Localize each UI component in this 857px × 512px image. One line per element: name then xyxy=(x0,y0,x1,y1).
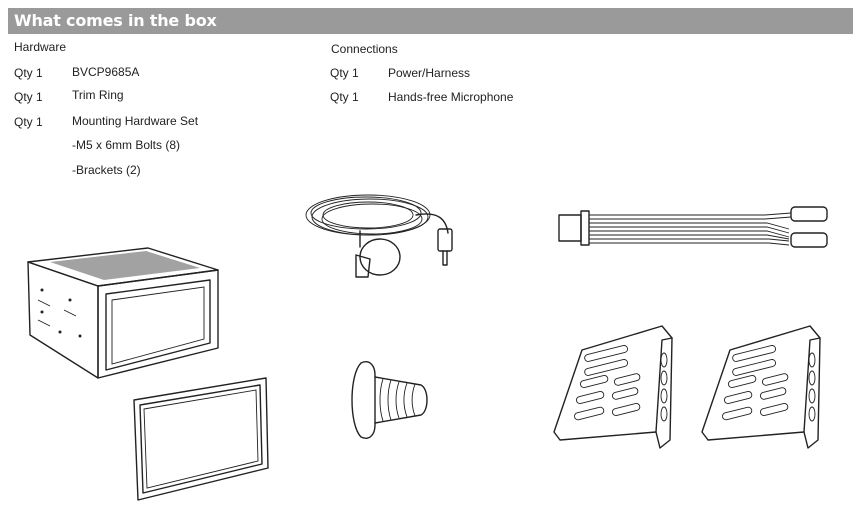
connections-heading: Connections xyxy=(331,42,398,56)
connections-item-2-qty: Qty 1 xyxy=(330,90,359,104)
connections-item-2-name: Hands-free Microphone xyxy=(388,90,514,104)
section-header-bar: What comes in the box xyxy=(8,8,853,34)
hardware-sub-item-bolts: -M5 x 6mm Bolts (8) xyxy=(72,138,181,152)
microphone-illustration xyxy=(305,194,453,278)
rubber-bushing-illustration xyxy=(351,361,428,439)
connections-item-1-name: Power/Harness xyxy=(388,66,471,80)
hardware-item-2-name: Trim Ring xyxy=(72,88,124,102)
connections-item-1-qty: Qty 1 xyxy=(330,66,359,80)
hardware-sub-item-brackets: -Brackets (2) xyxy=(72,163,141,177)
hardware-item-2-qty: Qty 1 xyxy=(14,90,43,104)
mounting-bracket-left-illustration xyxy=(553,325,673,449)
hardware-item-1-qty: Qty 1 xyxy=(14,66,43,80)
head-unit-illustration xyxy=(27,247,219,379)
hardware-item-3-qty: Qty 1 xyxy=(14,115,43,129)
hardware-item-3-name: Mounting Hardware Set xyxy=(72,114,199,128)
hardware-heading: Hardware xyxy=(14,40,67,54)
trim-ring-illustration xyxy=(133,377,269,501)
mounting-bracket-right-illustration xyxy=(701,325,821,449)
hardware-item-1-name: BVCP9685A xyxy=(72,65,140,79)
wire-harness-illustration xyxy=(558,206,828,248)
section-title: What comes in the box xyxy=(14,11,217,30)
